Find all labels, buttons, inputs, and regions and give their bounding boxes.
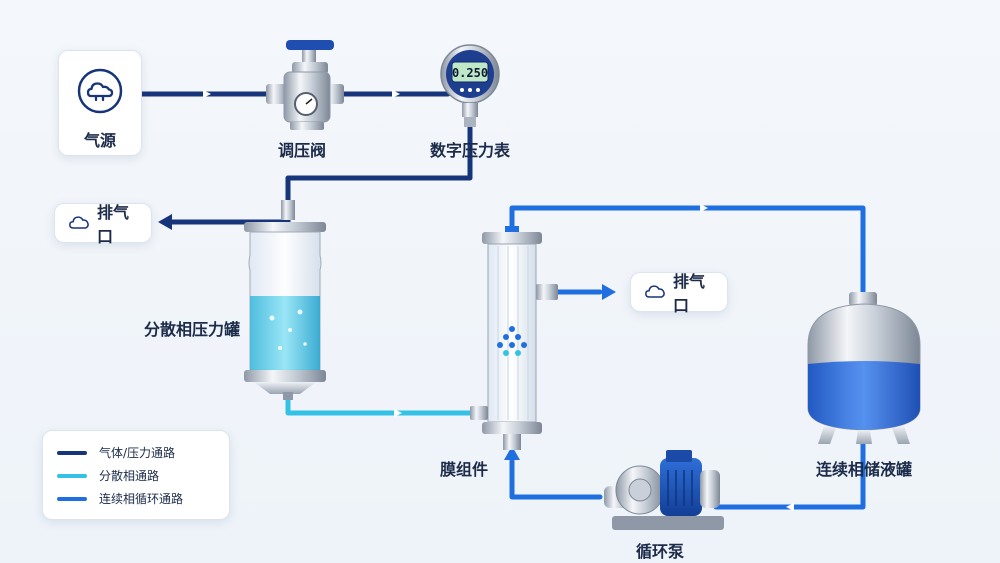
vent-left-label: 排气口 [97, 203, 130, 246]
vent-right-arrow [602, 284, 616, 300]
pump-label: 循环泵 [636, 542, 685, 561]
gauge-reading: 0.250 [452, 66, 488, 80]
pipe-membrane-to-storage [509, 205, 866, 295]
gas-cloud-icon [77, 68, 123, 114]
continuous-flow-arrows [700, 204, 794, 511]
storage-tank [807, 292, 921, 444]
pipe-storage-to-pump [713, 427, 866, 510]
dispersed-flow-arrow [394, 409, 402, 417]
membrane-label: 膜组件 [440, 460, 489, 479]
droplet-icon [497, 326, 527, 356]
membrane-return-arrow [504, 446, 520, 460]
vent-left-card: 排气口 [54, 203, 152, 246]
pipe-pump-to-membrane [509, 455, 603, 500]
gauge-label: 数字压力表 [430, 141, 511, 160]
cloud-icon [645, 285, 665, 298]
legend-label: 分散相通路 [99, 469, 160, 483]
membrane-module [470, 226, 558, 450]
dispersed-tank [244, 200, 326, 400]
continuous-pipes [509, 205, 866, 510]
regulator-label: 调压阀 [278, 141, 327, 160]
vent-right-label: 排气口 [673, 272, 706, 315]
vent-left-arrow [158, 214, 172, 230]
legend-label: 气体/压力通路 [99, 446, 176, 460]
storage-tank-label: 连续相储液罐 [816, 460, 913, 479]
legend-item: 分散相通路 [57, 464, 215, 487]
legend-swatch-gas [57, 450, 87, 455]
legend-swatch-continuous [57, 496, 87, 501]
gas-source-label: 气源 [83, 131, 116, 150]
pipe-gauge-to-tank [285, 125, 473, 213]
legend-item: 气体/压力通路 [57, 441, 215, 464]
regulator-valve [266, 40, 344, 130]
legend-swatch-dispersed [57, 473, 87, 478]
vent-right-card: 排气口 [630, 272, 728, 315]
digital-gauge: 0.250 [440, 44, 500, 127]
legend-item: 连续相循环通路 [57, 487, 215, 510]
legend: 气体/压力通路 分散相通路 连续相循环通路 [42, 430, 230, 520]
dispersed-tank-label: 分散相压力罐 [144, 320, 241, 339]
gas-source-card: 气源 [58, 50, 142, 156]
cloud-icon [69, 216, 89, 229]
pipe-dispersed-to-membrane [285, 392, 479, 416]
gas-flow-arrows [203, 90, 400, 98]
pipe-tank-to-vent [165, 212, 291, 225]
legend-label: 连续相循环通路 [99, 492, 184, 506]
circulation-pump [604, 450, 724, 530]
